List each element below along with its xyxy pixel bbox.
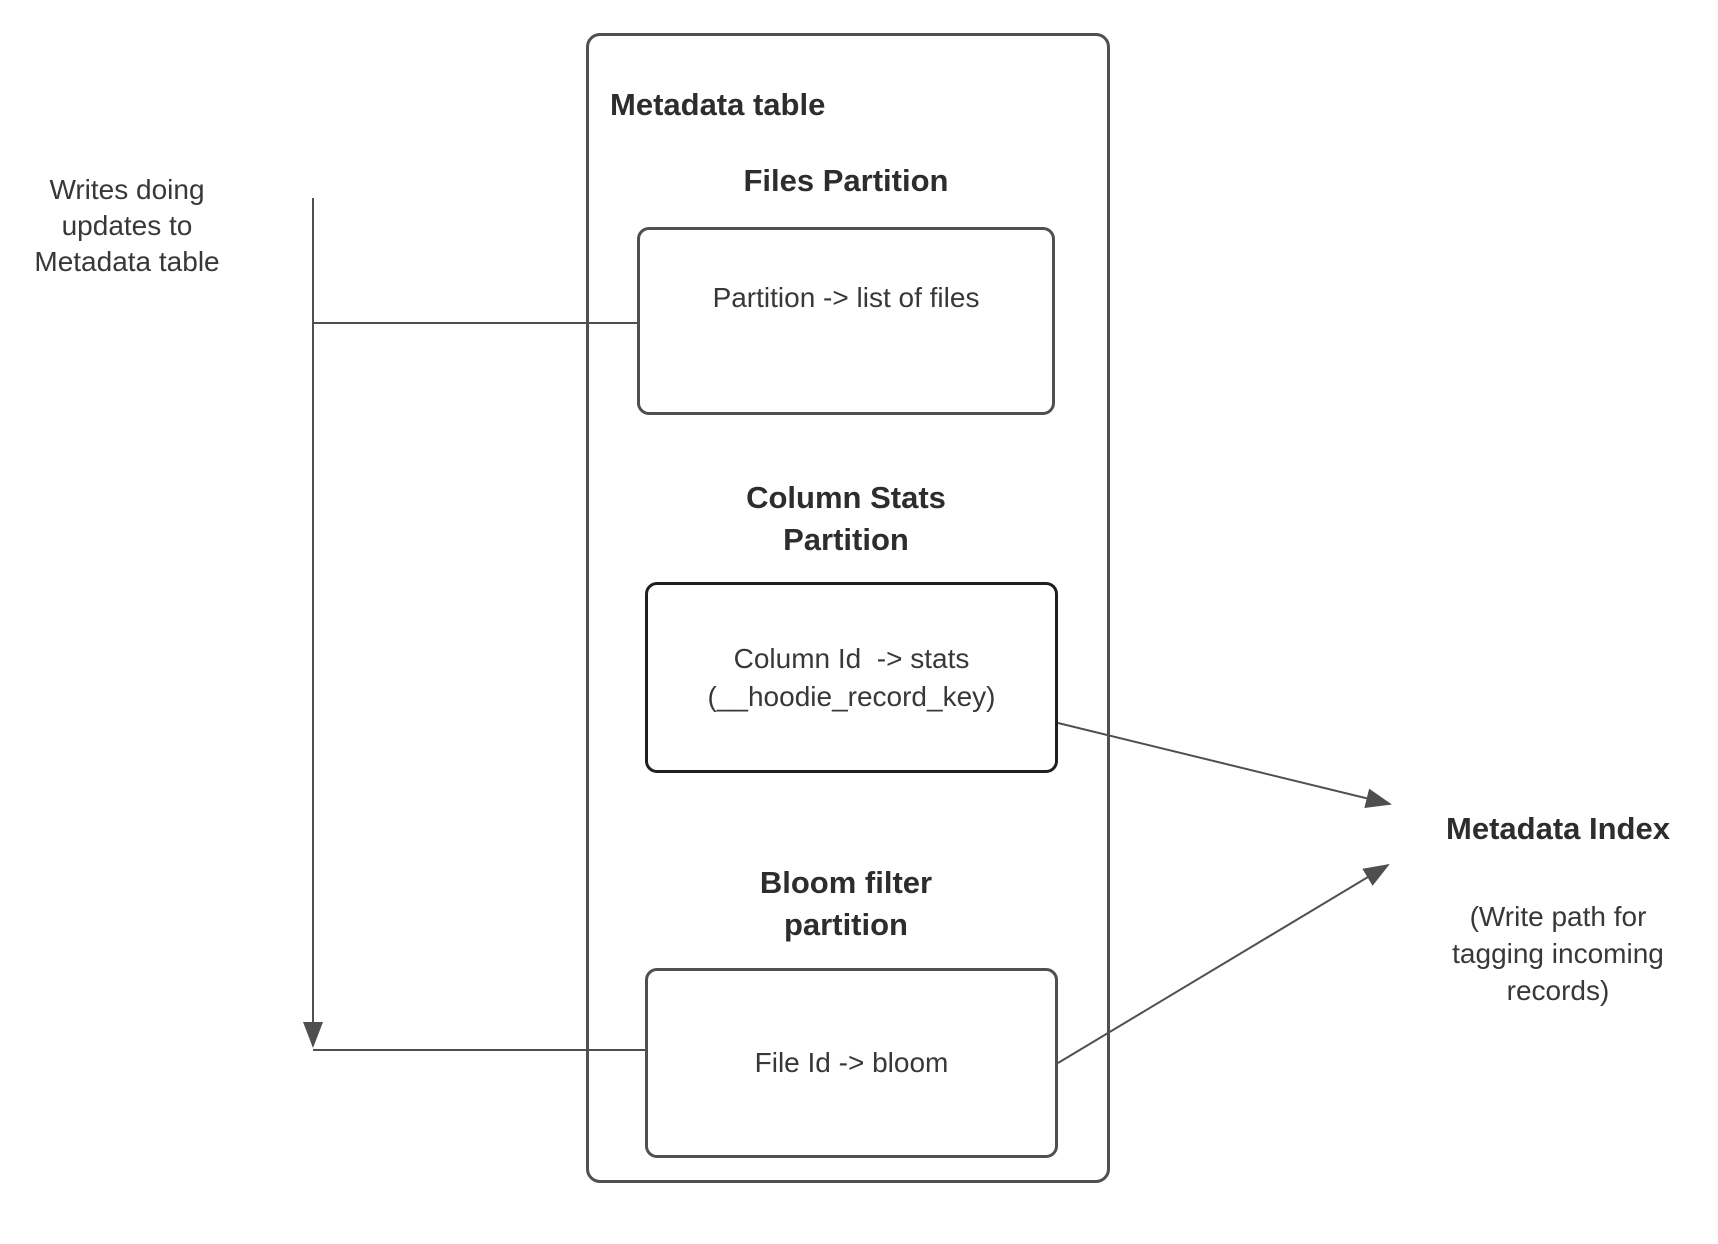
files-partition-heading: Files Partition	[743, 163, 949, 198]
column-stats-partition-box: Column Id -> stats (__hoodie_record_key)	[645, 582, 1058, 773]
files-partition-text: Partition -> list of files	[712, 282, 980, 313]
bloom-to-index-arrow	[1057, 863, 1390, 1064]
metadata-table-title: Metadata table	[610, 87, 826, 122]
bloom-filter-partition-box: File Id -> bloom	[645, 968, 1058, 1158]
metadata-index-title: Metadata Index	[1446, 811, 1670, 846]
files-partition-box: Partition -> list of files	[637, 227, 1055, 415]
bloom-filter-partition-heading: Bloom filter partition	[759, 865, 933, 942]
stats-to-index-arrow	[1057, 722, 1392, 809]
column-stats-text-line1: Column Id -> stats	[733, 642, 970, 674]
bloom-filter-text: File Id -> bloom	[754, 1047, 949, 1078]
metadata-table-box	[586, 33, 1110, 1183]
column-stats-text-line2: (__hoodie_record_key)	[707, 680, 996, 712]
column-stats-partition-heading: Column Stats Partition	[746, 480, 946, 557]
metadata-index-subtitle: (Write path for tagging incoming records…	[1452, 901, 1664, 1006]
writes-note: Writes doing updates to Metadata table	[34, 174, 220, 277]
